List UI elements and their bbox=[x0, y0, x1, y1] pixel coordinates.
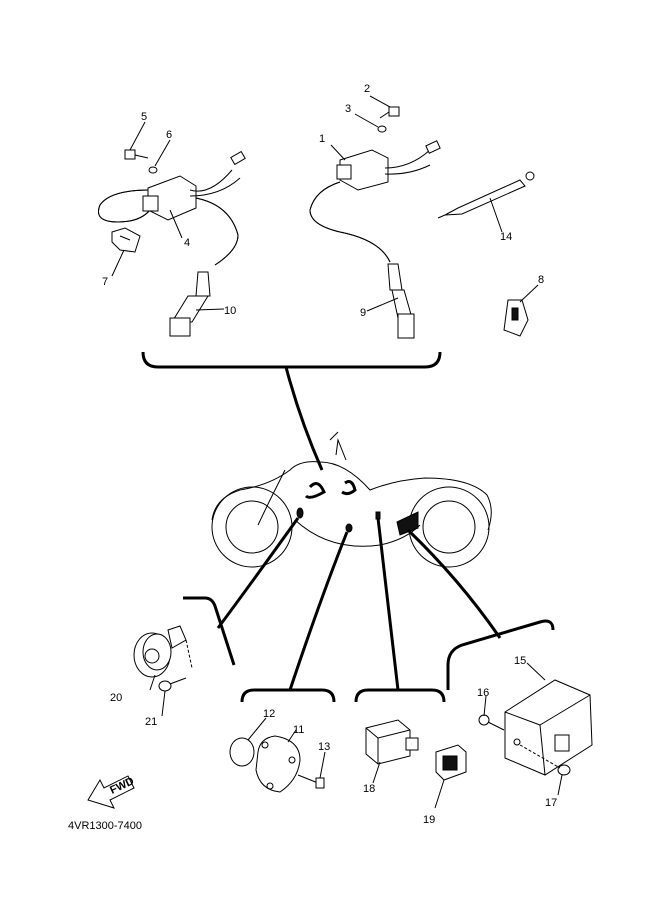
relay-18 bbox=[365, 719, 419, 765]
callout-19: 19 bbox=[423, 814, 435, 826]
plug-cap-9 bbox=[387, 263, 415, 339]
callout-1: 1 bbox=[319, 133, 325, 145]
callout-15: 15 bbox=[514, 655, 526, 667]
fwd-arrow-icon: FWD bbox=[87, 775, 136, 809]
bolt-16 bbox=[478, 714, 505, 731]
leader-relay bbox=[376, 517, 400, 691]
leader-sensor bbox=[288, 531, 349, 691]
part-code: 4VR1300-7400 bbox=[68, 820, 142, 832]
callout-18: 18 bbox=[363, 783, 375, 795]
rectifier-regulator-15 bbox=[504, 679, 593, 776]
plug-cap-10 bbox=[169, 271, 211, 337]
relay-group-bracket bbox=[354, 688, 446, 703]
washer-6 bbox=[148, 166, 158, 174]
o-ring-12 bbox=[229, 737, 255, 767]
callout-7: 7 bbox=[102, 276, 108, 288]
motorcycle-outline bbox=[211, 431, 492, 568]
nut-17 bbox=[519, 744, 571, 776]
callout-16: 16 bbox=[477, 687, 489, 699]
leader-regulator bbox=[406, 528, 502, 639]
motorcycle-markers bbox=[296, 480, 419, 536]
ignition-coil-right bbox=[309, 140, 441, 263]
horn-group-bracket bbox=[183, 596, 236, 666]
callout-14: 14 bbox=[500, 231, 512, 243]
callout-11: 11 bbox=[293, 724, 304, 736]
top-group-bracket bbox=[141, 351, 442, 369]
callout-12: 12 bbox=[263, 708, 275, 720]
sensor-group-bracket bbox=[240, 688, 336, 703]
callout-2: 2 bbox=[364, 83, 370, 95]
regulator-group-bracket bbox=[446, 619, 555, 690]
callout-13: 13 bbox=[318, 741, 330, 753]
callout-21: 21 bbox=[145, 716, 157, 728]
callout-3: 3 bbox=[345, 103, 351, 115]
sensor-11 bbox=[255, 735, 301, 793]
bolt-21 bbox=[158, 677, 187, 692]
clip-8 bbox=[503, 299, 529, 337]
top-group-leader bbox=[284, 366, 324, 471]
relay-19 bbox=[435, 744, 467, 781]
probe-lead-14 bbox=[437, 171, 535, 219]
callout-8: 8 bbox=[538, 274, 544, 286]
ignition-coil-left bbox=[98, 150, 246, 266]
bolt-2 bbox=[379, 106, 400, 119]
leader-horn bbox=[216, 517, 300, 629]
bolt-5 bbox=[124, 149, 149, 160]
callout-17: 17 bbox=[545, 797, 557, 809]
clamp-7 bbox=[111, 227, 141, 253]
callout-4: 4 bbox=[184, 237, 190, 249]
callout-leaders bbox=[111, 95, 563, 809]
horn-20 bbox=[133, 625, 193, 678]
callout-numbers: 1 2 3 4 5 6 7 8 9 10 11 12 13 14 15 16 1… bbox=[102, 83, 557, 826]
callout-9: 9 bbox=[360, 307, 366, 319]
callout-10: 10 bbox=[224, 305, 236, 317]
callout-5: 5 bbox=[141, 111, 147, 123]
washer-3 bbox=[377, 125, 387, 133]
callout-6: 6 bbox=[166, 129, 172, 141]
callout-20: 20 bbox=[110, 692, 122, 704]
